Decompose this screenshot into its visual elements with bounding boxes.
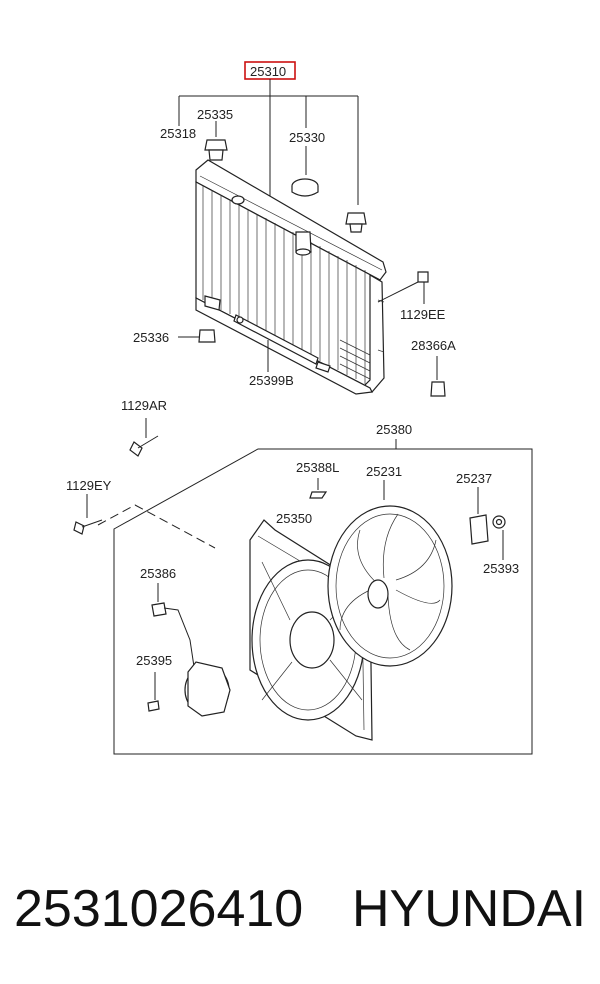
callout-25380[interactable]: 25380	[376, 422, 412, 437]
callout-25399B[interactable]: 25399B	[249, 373, 294, 388]
callout-25310[interactable]: 25310	[250, 64, 286, 79]
callout-28366A[interactable]: 28366A	[411, 338, 456, 353]
callout-1129EE[interactable]: 1129EE	[400, 307, 446, 322]
callout-25318[interactable]: 25318	[160, 126, 196, 141]
callout-25336[interactable]: 25336	[133, 330, 169, 345]
callout-1129AR[interactable]: 1129AR	[121, 398, 167, 413]
callout-1129EY[interactable]: 1129EY	[66, 478, 112, 493]
leader-lines-radiator	[178, 79, 359, 205]
callout-25350[interactable]: 25350	[276, 511, 312, 526]
callout-25393[interactable]: 25393	[483, 561, 519, 576]
part-number: 2531026410	[14, 880, 304, 938]
callout-25388L[interactable]: 25388L	[296, 460, 339, 475]
footer: 2531026410 HYUNDAI	[12, 872, 592, 952]
callout-25395[interactable]: 25395	[136, 653, 172, 668]
callout-25237[interactable]: 25237	[456, 471, 492, 486]
callout-25386[interactable]: 25386	[140, 566, 176, 581]
radiator-illustration	[178, 139, 446, 397]
callout-25231[interactable]: 25231	[366, 464, 402, 479]
callout-25330[interactable]: 25330	[289, 130, 325, 145]
brand-name: HYUNDAI	[352, 880, 587, 938]
callout-25335[interactable]: 25335	[197, 107, 233, 122]
fan-assembly-illustration	[73, 418, 533, 755]
